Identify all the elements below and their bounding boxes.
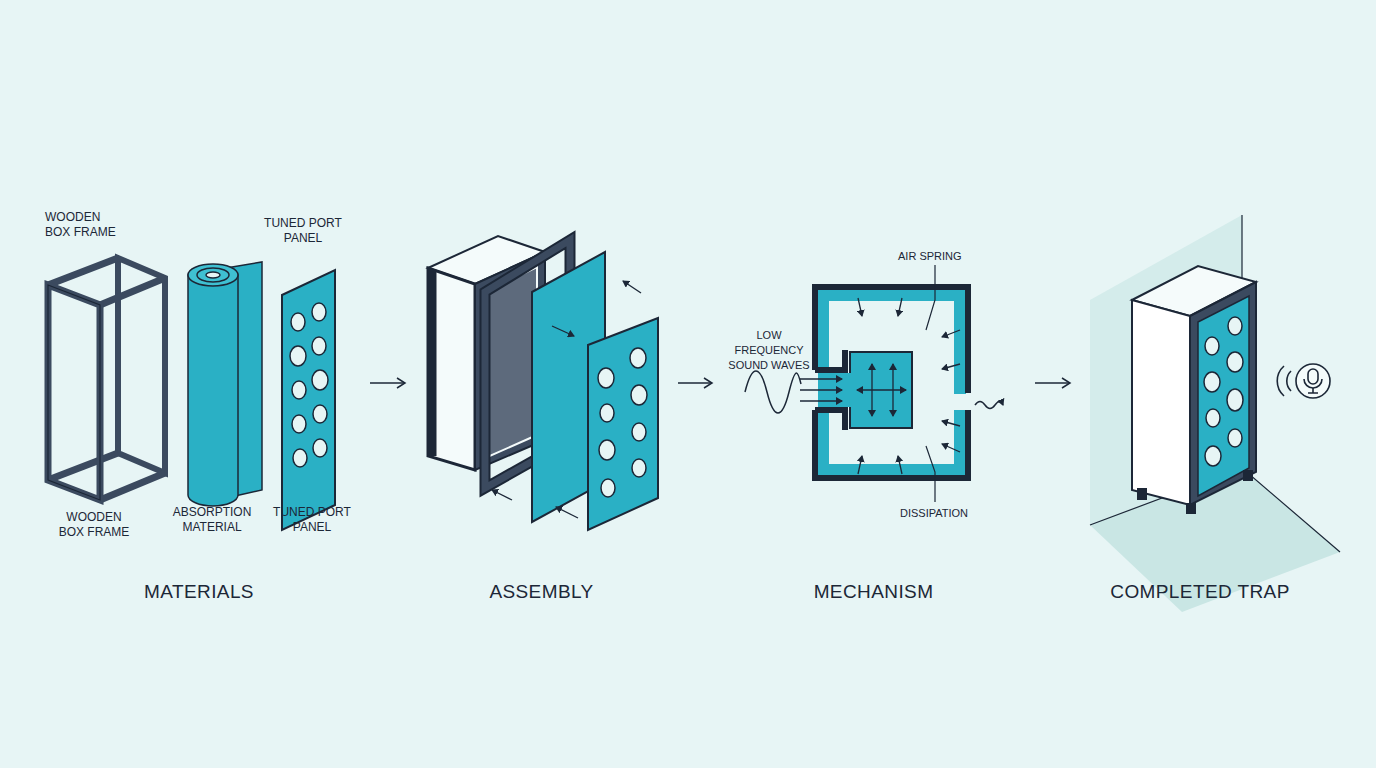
leader-line <box>926 265 935 502</box>
stage-panel: ASSEMBLY <box>405 163 678 603</box>
absorption-roll <box>188 262 262 506</box>
box-frame <box>48 258 165 500</box>
room-corner <box>1090 215 1340 612</box>
part-label: WOODEN BOX FRAME <box>54 510 134 540</box>
stage-heading: MECHANISM <box>712 581 1035 603</box>
part-label: WOODEN BOX FRAME <box>45 210 125 240</box>
part-label: TUNED PORT PANEL <box>262 216 344 246</box>
resonator-section <box>808 287 976 478</box>
flow-arrow <box>370 382 405 384</box>
flow-arrow <box>1035 382 1070 384</box>
assembly-arrows <box>492 281 641 518</box>
stage-heading: COMPLETED TRAP <box>1070 581 1330 603</box>
sound-wave <box>745 371 1003 413</box>
flow-arrow <box>678 382 712 384</box>
box-frame-outline <box>48 285 100 500</box>
part-label: TUNED PORT PANEL <box>271 505 353 535</box>
stage-heading: MATERIALS <box>28 581 370 603</box>
part-label: LOW FREQUENCY SOUND WAVES <box>726 328 812 373</box>
part-label: DISSIPATION <box>900 506 1000 521</box>
pressure-arrows <box>857 298 960 474</box>
exploded-port-panel <box>588 318 658 530</box>
stage-heading: ASSEMBLY <box>405 581 678 603</box>
part-label: ABSORPTION MATERIAL <box>167 505 257 535</box>
stage-panel: COMPLETED TRAP <box>1070 163 1330 603</box>
stage-panel: MECHANISM <box>712 163 1035 603</box>
part-label: AIR SPRING <box>898 249 998 264</box>
bass-trap <box>1132 266 1256 513</box>
port-panel <box>282 270 335 530</box>
microphone-icon <box>1277 364 1330 398</box>
